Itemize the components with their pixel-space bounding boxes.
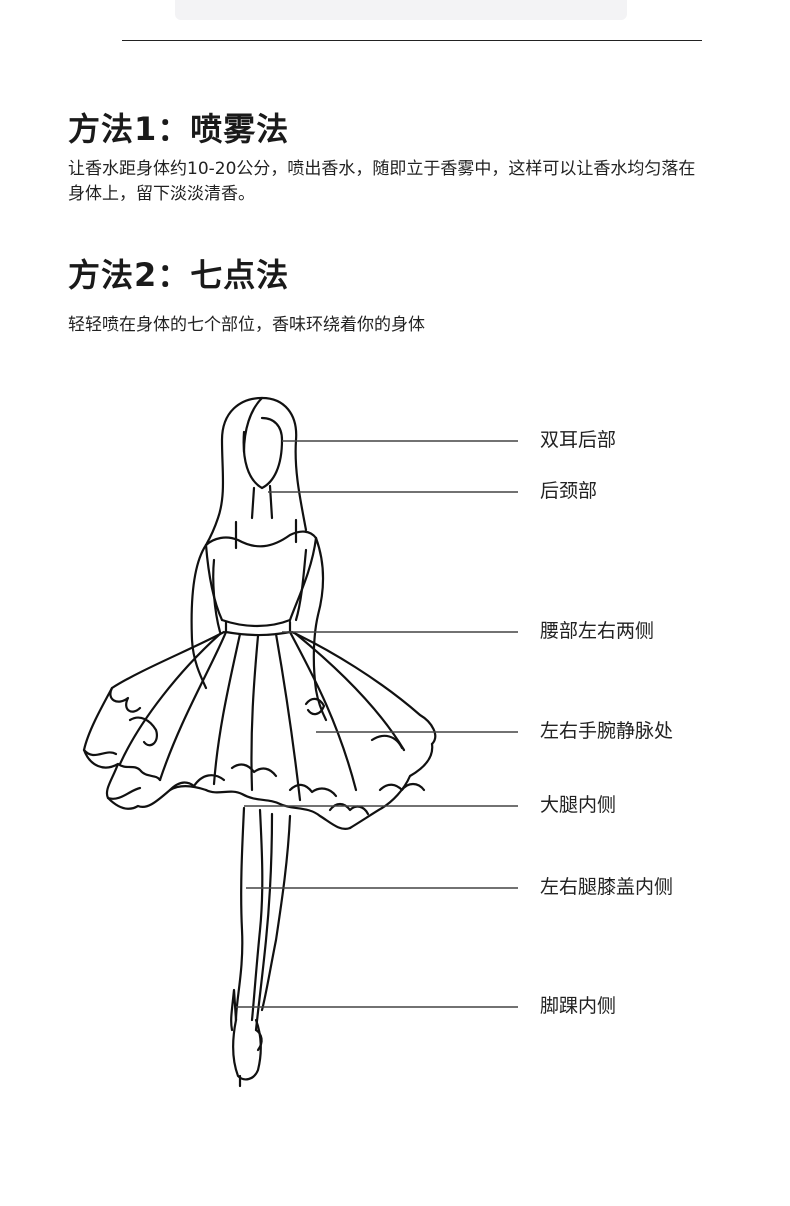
face — [242, 416, 284, 490]
method-1-title: 方法1：喷雾法 — [68, 110, 290, 148]
callout-lines — [236, 440, 518, 1008]
hair-right — [260, 396, 308, 532]
neckline — [204, 530, 318, 548]
callout-wrist: 左右手腕静脉处 — [540, 720, 674, 742]
callout-inner-thigh: 大腿内侧 — [540, 794, 617, 816]
callout-inner-ankle: 脚踝内侧 — [540, 995, 617, 1017]
skirt-right-hem — [348, 742, 434, 830]
top-banner-strip — [175, 0, 627, 20]
hair-left — [204, 396, 264, 547]
callout-back-neck: 后颈部 — [540, 480, 598, 502]
callout-inner-knee: 左右腿膝盖内侧 — [540, 876, 674, 898]
perfume-points-figure: 双耳后部 后颈部 腰部左右两侧 左右手腕静脉处 大腿内侧 左右腿膝盖内侧 脚踝内… — [0, 370, 790, 1100]
left-leg — [234, 806, 246, 1022]
method-1-description: 让香水距身体约10-20公分，喷出香水，随即立于香雾中，这样可以让香水均匀落在身… — [68, 159, 696, 204]
callout-waist: 腰部左右两侧 — [540, 620, 655, 642]
callout-ears: 双耳后部 — [540, 429, 617, 451]
skirt-left-top — [109, 630, 226, 713]
left-arm — [190, 543, 208, 690]
skirt-front-hem — [204, 788, 352, 830]
method-2-title: 方法2：七点法 — [68, 256, 290, 294]
skirt-left-hem — [82, 748, 142, 800]
method-2-description: 轻轻喷在身体的七个部位，香味环绕着你的身体 — [68, 315, 425, 335]
divider-line — [122, 40, 702, 41]
girl-illustration — [82, 396, 518, 1088]
